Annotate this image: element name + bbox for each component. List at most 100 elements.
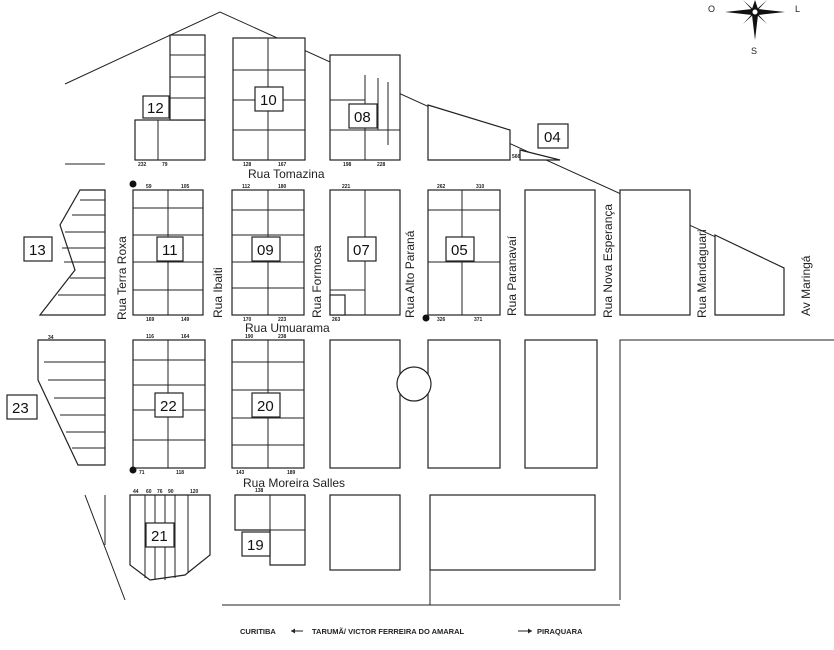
block-04 xyxy=(519,149,561,161)
lot-number: 170 xyxy=(243,317,252,323)
block-low-3 xyxy=(524,339,598,469)
label-block-05: 05 xyxy=(445,236,475,262)
lot-number: 79 xyxy=(162,162,168,168)
lot-number: 143 xyxy=(236,470,245,476)
street-rua-alto-parana: Rua Alto Paraná xyxy=(403,230,417,318)
label-block-12: 12 xyxy=(142,95,170,119)
lot-number: 90 xyxy=(168,489,174,495)
label-block-09: 09 xyxy=(251,236,281,262)
svg-text:21: 21 xyxy=(151,528,168,545)
lot-number: 228 xyxy=(377,162,386,168)
svg-text:08: 08 xyxy=(354,109,371,126)
lot-number: 263 xyxy=(332,317,341,323)
block-19 xyxy=(234,494,306,566)
compass-east-label: L xyxy=(795,4,800,14)
svg-text:23: 23 xyxy=(12,400,29,417)
label-block-10: 10 xyxy=(254,86,284,112)
svg-text:20: 20 xyxy=(257,398,274,415)
block-mid-east-3 xyxy=(714,234,785,316)
arrow-left-icon xyxy=(291,628,303,634)
block-low-4 xyxy=(619,339,834,600)
lot-number: 112 xyxy=(242,184,250,190)
lot-number: 138 xyxy=(255,488,264,494)
svg-text:12: 12 xyxy=(147,100,164,117)
svg-text:19: 19 xyxy=(247,537,264,554)
street-rua-formosa: Rua Formosa xyxy=(310,245,324,318)
lot-number: 169 xyxy=(146,317,155,323)
svg-text:07: 07 xyxy=(353,242,370,259)
block-13 xyxy=(38,189,106,316)
svg-text:05: 05 xyxy=(451,242,468,259)
diagonal-avenue-line xyxy=(64,11,785,269)
label-block-22: 22 xyxy=(154,392,184,418)
lot-number: 76 xyxy=(157,489,163,495)
label-block-21: 21 xyxy=(145,522,175,548)
lot-number: 34 xyxy=(48,335,54,341)
street-rua-umuarama: Rua Umuarama xyxy=(245,321,330,335)
block-roundabout xyxy=(396,339,501,469)
lot-number: 189 xyxy=(287,470,296,476)
svg-text:11: 11 xyxy=(162,242,178,259)
compass-west-label: O xyxy=(708,4,715,14)
lot-number: 118 xyxy=(176,470,184,476)
svg-text:04: 04 xyxy=(544,129,561,146)
lot-number: 59 xyxy=(146,184,152,190)
block-bottom-2 xyxy=(429,494,596,571)
street-rua-nova-esperanca: Rua Nova Esperança xyxy=(601,204,615,318)
label-block-20: 20 xyxy=(251,392,281,418)
label-block-08: 08 xyxy=(348,103,378,129)
lot-number: 326 xyxy=(437,317,446,323)
block-12 xyxy=(134,34,206,161)
lot-number: 190 xyxy=(245,334,254,340)
lot-number: 128 xyxy=(243,162,252,168)
block-mid-east-1 xyxy=(524,189,596,316)
svg-text:22: 22 xyxy=(160,398,177,415)
corner-dot-3 xyxy=(129,466,137,474)
street-rua-ibaiti: Rua Ibaiti xyxy=(211,267,225,318)
lot-number: 180 xyxy=(278,184,287,190)
lot-number: 116 xyxy=(146,334,154,340)
label-block-13: 13 xyxy=(23,236,53,262)
block-top-east-1 xyxy=(427,104,511,161)
lot-number: 60 xyxy=(146,489,152,495)
west-edge-line xyxy=(84,494,126,601)
compass-south-label: S xyxy=(751,46,757,56)
footer-curitiba-label: CURITIBA xyxy=(240,627,276,636)
street-rua-moreira-salles: Rua Moreira Salles xyxy=(243,476,345,490)
corner-dot-1 xyxy=(129,180,137,188)
lot-number: 167 xyxy=(278,162,287,168)
footer-piraquara-label: PIRAQUARA xyxy=(537,627,583,636)
lot-number: 44 xyxy=(133,489,139,495)
lot-number: 371 xyxy=(474,317,483,323)
street-rua-mandaguari: Rua Mandaguari xyxy=(695,229,709,318)
lot-number: 221 xyxy=(342,184,351,190)
label-block-04: 04 xyxy=(537,123,569,149)
street-rua-paranavai: Rua Paranavaí xyxy=(505,235,519,316)
svg-text:10: 10 xyxy=(260,92,277,109)
label-block-23: 23 xyxy=(6,394,38,420)
block-low-1 xyxy=(329,339,401,469)
compass-rose-icon xyxy=(725,0,785,40)
label-block-07: 07 xyxy=(347,236,377,262)
lot-number: 238 xyxy=(278,334,287,340)
street-av-maringa: Av Maringá xyxy=(799,255,813,316)
street-rua-tomazina: Rua Tomazina xyxy=(248,167,325,181)
corner-dot-2 xyxy=(422,314,430,322)
block-bottom-1 xyxy=(329,494,401,571)
label-block-11: 11 xyxy=(156,236,184,262)
block-23 xyxy=(37,339,106,466)
lot-number: 164 xyxy=(181,334,190,340)
lot-number: 223 xyxy=(278,317,287,323)
lot-number: 149 xyxy=(181,317,190,323)
block-mid-east-2 xyxy=(619,189,691,316)
lot-number: 120 xyxy=(190,489,199,495)
lot-number: 105 xyxy=(181,184,190,190)
lot-number: 262 xyxy=(437,184,446,190)
svg-text:09: 09 xyxy=(257,242,274,259)
footer-taruma-label: TARUMÃ/ VICTOR FERREIRA DO AMARAL xyxy=(312,627,464,636)
lot-number: 71 xyxy=(139,470,145,476)
lot-number: 232 xyxy=(138,162,147,168)
arrow-right-icon xyxy=(518,628,532,634)
label-block-19: 19 xyxy=(241,531,271,557)
